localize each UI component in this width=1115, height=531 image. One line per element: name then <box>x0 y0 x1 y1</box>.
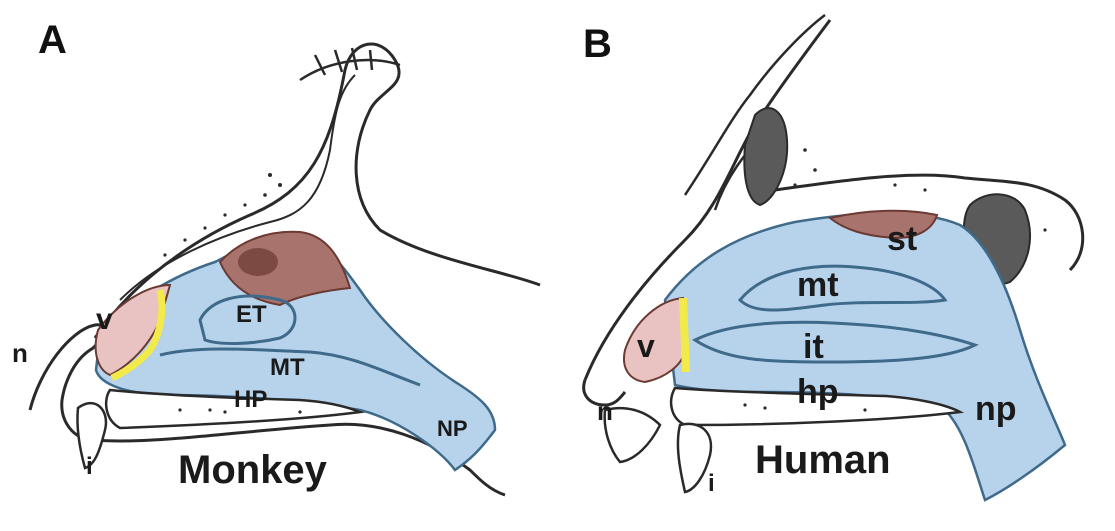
panel-letter-a: A <box>38 18 67 63</box>
label-inferior-turbinate: it <box>803 330 824 364</box>
species-label-monkey: Monkey <box>178 450 327 490</box>
human-transitional-band <box>683 298 686 372</box>
label-nasopharynx: NP <box>437 418 468 440</box>
label-nostril: n <box>12 340 28 366</box>
label-hard-palate: hp <box>797 375 839 409</box>
human-incisor <box>678 424 711 492</box>
panel-monkey: A v n i ET MT HP NP Monkey <box>0 0 560 531</box>
monkey-brow-ridge <box>300 48 400 80</box>
label-vestibule: v <box>637 330 655 362</box>
panel-human: B v n i st mt it hp np Human <box>565 0 1115 531</box>
label-nostril: n <box>597 398 613 424</box>
label-maxilloturbinate: MT <box>270 356 305 380</box>
label-incisor: i <box>708 472 715 496</box>
label-superior-turbinate: st <box>887 222 917 256</box>
species-label-human: Human <box>755 440 891 480</box>
panel-letter-b: B <box>583 22 612 67</box>
label-vestibule: v <box>96 305 113 335</box>
monkey-olfactory-shading <box>238 248 278 276</box>
human-upper-lip <box>605 408 660 462</box>
label-middle-turbinate: mt <box>797 268 839 302</box>
label-incisor: i <box>86 455 93 479</box>
label-nasopharynx: np <box>975 392 1017 426</box>
label-ethmoturbinate: ET <box>236 303 267 327</box>
label-hard-palate: HP <box>234 388 267 412</box>
